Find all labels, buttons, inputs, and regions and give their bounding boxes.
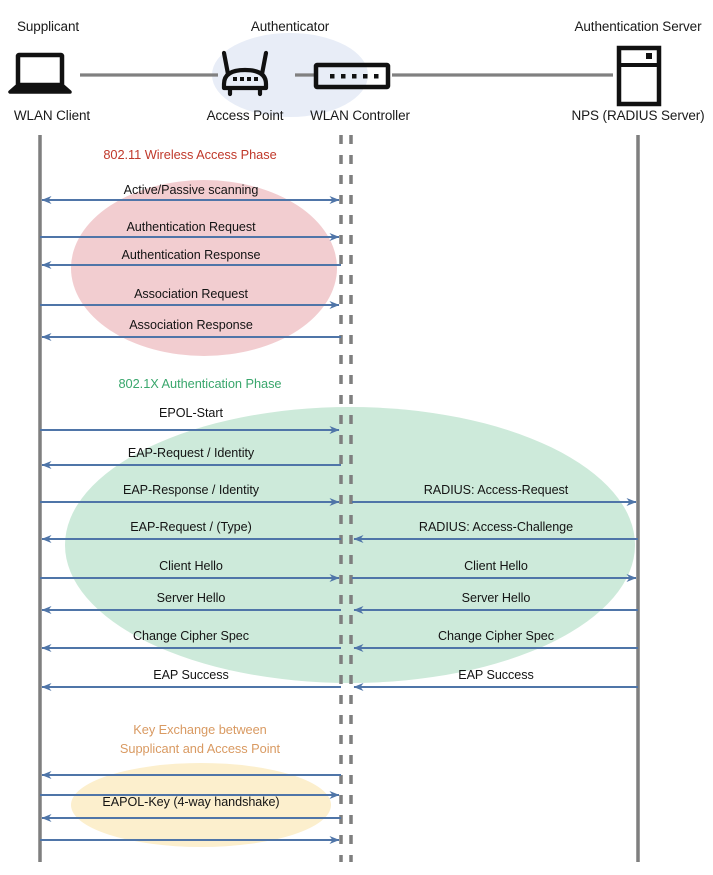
message-label-client-hello-right: Client Hello	[464, 559, 528, 573]
actor-name-wlan-controller: WLAN Controller	[310, 108, 410, 123]
message-label-eap-request-type: EAP-Request / (Type)	[130, 520, 252, 534]
message-label-eap-response-identity: EAP-Response / Identity	[122, 483, 260, 497]
actor-name-wlan-client: WLAN Client	[13, 108, 91, 123]
message-arrow-group-dot1x-left	[40, 426, 341, 691]
message-label-eap-success-left: EAP Success	[153, 668, 229, 682]
message-label-authentication-request: Authentication Request	[126, 220, 256, 234]
actor-name-nps-radius-server: NPS (RADIUS Server)	[571, 108, 705, 123]
message-label-server-hello-right: Server Hello	[461, 591, 531, 605]
message-arrow-group-dot1x-right	[352, 498, 638, 691]
message-label-change-cipher-spec-left: Change Cipher Spec	[132, 629, 250, 643]
message-label-association-response: Association Response	[129, 318, 253, 332]
network-switch-icon	[313, 62, 391, 90]
phase-ellipse-dot1x	[65, 407, 635, 683]
message-label-association-request: Association Request	[134, 287, 248, 301]
message-label-eapol-key-handshake: EAPOL-Key (4-way handshake)	[102, 795, 280, 809]
authenticator-group-blob	[212, 33, 368, 117]
message-label-change-cipher-spec-right: Change Cipher Spec	[437, 629, 555, 643]
message-label-radius-access-request: RADIUS: Access-Request	[423, 483, 569, 497]
phase-label-wireless-access: 802.11 Wireless Access Phase	[103, 147, 277, 162]
phase-label-key-exchange: Key Exchange between Supplicant and Acce…	[80, 721, 320, 758]
actor-role-authentication-server: Authentication Server	[574, 19, 702, 34]
actor-name-access-point: Access Point	[206, 108, 284, 123]
phase-label-dot1x: 802.1X Authentication Phase	[118, 376, 282, 391]
phase-label-key-exchange-line2: Supplicant and Access Point	[119, 740, 281, 756]
phase-ellipse-group	[65, 180, 635, 847]
message-label-active-passive-scanning: Active/Passive scanning	[123, 183, 259, 197]
message-arrow-group-key-exchange	[40, 771, 341, 844]
message-label-client-hello-left: Client Hello	[159, 559, 223, 573]
laptop-icon	[8, 52, 72, 94]
phase-label-key-exchange-line1: Key Exchange between	[133, 722, 267, 737]
message-arrow-group-wireless-access	[40, 196, 341, 341]
wireless-router-icon	[221, 50, 269, 97]
message-label-authentication-response: Authentication Response	[121, 248, 261, 262]
actor-role-supplicant: Supplicant	[16, 19, 80, 34]
phase-ellipse-key-exchange	[71, 763, 331, 847]
message-label-eap-request-identity: EAP-Request / Identity	[127, 446, 255, 460]
actor-role-authenticator: Authenticator	[250, 19, 330, 34]
message-label-radius-access-challenge: RADIUS: Access-Challenge	[418, 520, 574, 534]
message-label-epol-start: EPOL-Start	[159, 406, 223, 420]
server-tower-icon	[616, 45, 662, 107]
message-label-server-hello-left: Server Hello	[156, 591, 226, 605]
message-label-eap-success-right: EAP Success	[458, 668, 534, 682]
phase-ellipse-wireless-access	[71, 180, 337, 356]
